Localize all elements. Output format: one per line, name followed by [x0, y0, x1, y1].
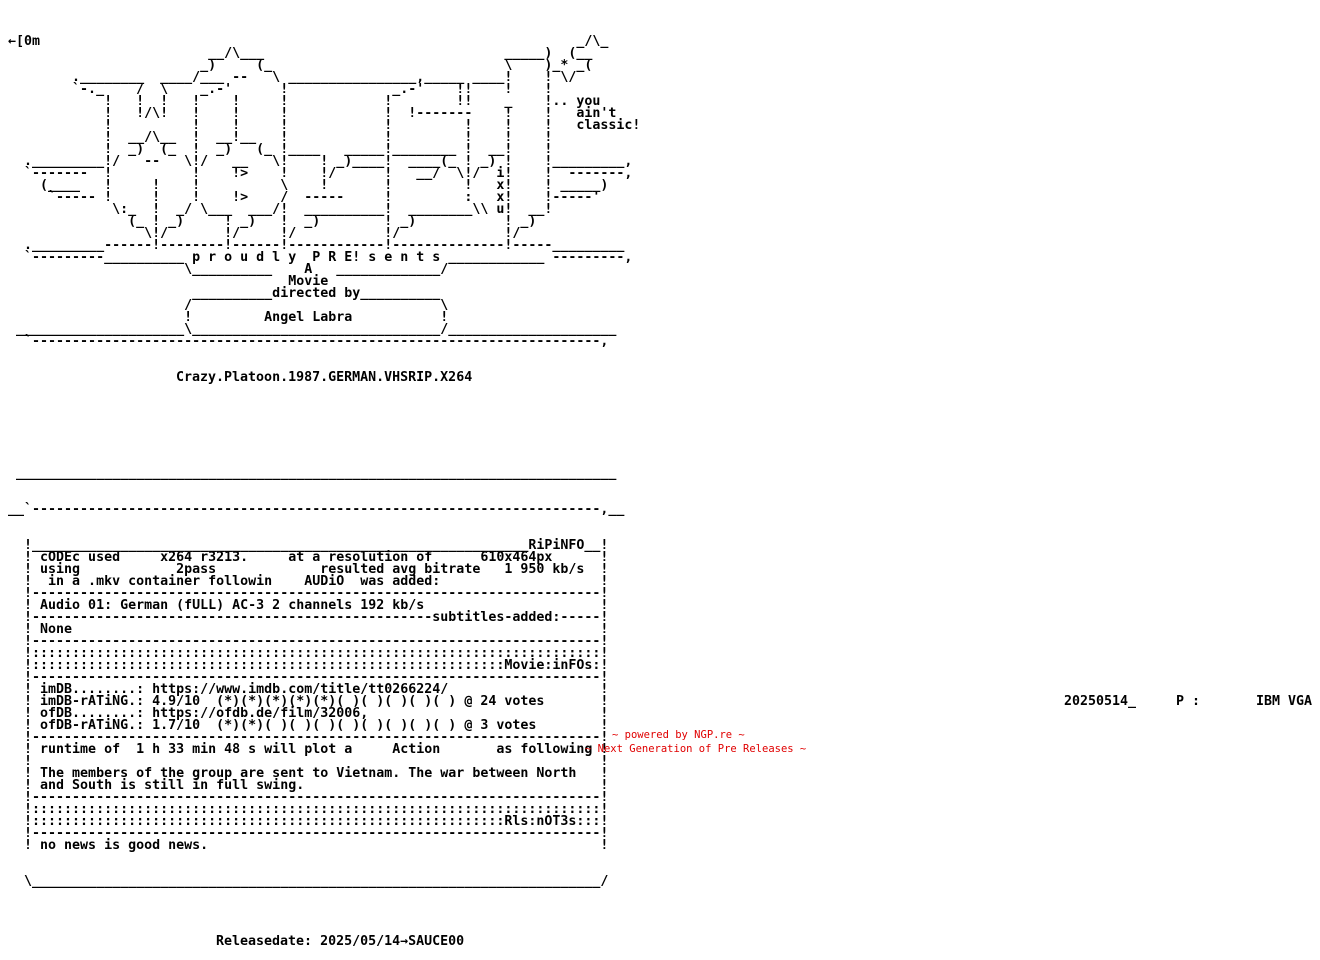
box-bottom-line: \_______________________________________…	[0, 874, 609, 889]
box-row: ! imDB-rATiNG.: 4.9/10 (*)(*)(*)(*)(*)( …	[0, 694, 609, 709]
box-row: ! in a .mkv container followin AUDiO was…	[0, 574, 609, 589]
box-row: !:::::::::::::::::::::::::::::::::::::::…	[0, 814, 609, 829]
box-top-line: __`-------------------------------------…	[0, 502, 625, 517]
art-line: _) (_ \ )_* _(	[0, 58, 593, 73]
box-row: ! runtime of 1 h 33 min 48 s will plot a…	[0, 742, 609, 757]
art-line: (_ ! _) ! _) ! _) ! _) ! _)	[0, 214, 537, 229]
box-row: ! imDB........: https://www.imdb.com/tit…	[0, 682, 609, 697]
box-row: !---------------------------------------…	[0, 790, 609, 805]
art-line: Movie	[0, 274, 329, 289]
release-name: Crazy.Platoon.1987.GERMAN.VHSRIP.X264	[176, 370, 473, 385]
box-row: !---------------------------------------…	[0, 586, 609, 601]
art-line: \__________ A _____________/	[0, 262, 449, 277]
box-row: ! using 2pass resulted avg bitrate 1 950…	[0, 562, 609, 577]
box-row: ! Audio 01: German (fULL) AC-3 2 channel…	[0, 598, 609, 613]
box-row: ! no news is good news. !	[0, 838, 609, 853]
box-row: ! !	[0, 754, 609, 769]
release-date: Releasedate: 2025/05/14→SAUCE00	[216, 934, 465, 949]
box-rows: !_______________________________________…	[0, 538, 640, 853]
art-line: ! !/\! ! ! ! ! !------- ! ! ain't	[0, 106, 617, 121]
art-line: / \	[0, 298, 449, 313]
art-line: ←[0m _/\_	[0, 34, 609, 49]
status-date: 20250514_	[1064, 694, 1137, 709]
box-row: !:::::::::::::::::::::::::::::::::::::::…	[0, 658, 609, 673]
box-row: ! None !	[0, 622, 609, 637]
art-line: __/\___ _____) (__	[0, 46, 593, 61]
art-line: \!/ !/ !/ !/ !/	[0, 226, 521, 241]
box-row: !---------------------------------------…	[0, 670, 609, 685]
powered-by-link[interactable]: ~ powered by NGP.re ~	[612, 729, 745, 741]
art-line: ! _) (_ ! _) (_ !____ _____!________ ! _…	[0, 142, 553, 157]
art-line: `---------------------------------------…	[0, 334, 609, 349]
art-line: _____________________\__________________…	[0, 322, 617, 337]
blank-line	[0, 408, 640, 420]
art-line: ! Angel Labra !	[0, 310, 449, 325]
box-row: !_______________________________________…	[0, 538, 609, 553]
art-line: `---------__________ p r o u d l y P R E…	[0, 250, 633, 265]
ascii-art-logo: ←[0m _/\_ __/\___ _____) (__ _) (_	[0, 34, 641, 349]
box-row: ! cODEc used x264 r3213. at a resolution…	[0, 550, 609, 565]
art-line: \:_ ! _/ \___ ___/! __________! ________…	[0, 202, 553, 217]
art-line: `----- ! ! ! !> / ----- ! : x! !-----'	[0, 190, 601, 205]
art-line: ._________!/ -- \!/ __ \! ! _)____! ____…	[0, 154, 633, 169]
art-line: (____ ! ! ! \ ! ! ! x! ! _____)	[0, 178, 609, 193]
box-row: ! ofDB........: https://ofdb.de/film/320…	[0, 706, 609, 721]
tagline-link[interactable]: ~ Next Generation of Pre Releases ~	[585, 743, 807, 755]
status-page: P :	[1176, 694, 1201, 709]
box-row: ! and South is still in full swing. !	[0, 778, 609, 793]
art-line: `------- ! ! !> ! !/ ! __/ \!/ i! ! ----…	[0, 166, 633, 181]
art-line: ! __/\__ ! __!__ ! ! ! ! !	[0, 130, 553, 145]
box-row: !:::::::::::::::::::::::::::::::::::::::…	[0, 802, 609, 817]
art-line: __________directed by__________	[0, 286, 441, 301]
nfo-viewer: ←[0m _/\_ __/\___ _____) (__ _) (_	[0, 12, 640, 960]
box-top-line: ________________________________________…	[0, 466, 617, 481]
box-row: !:::::::::::::::::::::::::::::::::::::::…	[0, 646, 609, 661]
status-font: IBM VGA	[1256, 694, 1313, 709]
box-row: !---------------------------------------…	[0, 610, 609, 625]
ripinfo-box: ________________________________________…	[0, 444, 640, 912]
art-line: ! ! ! ! ! ! ! ! classic!	[0, 118, 641, 133]
art-line: ._________------!--------!------!-------…	[0, 238, 625, 253]
box-row: ! The members of the group are sent to V…	[0, 766, 609, 781]
art-line: .________ ____/___ -- \ ________________…	[0, 70, 577, 85]
box-row: ! ofDB-rATiNG.: 1.7/10 (*)(*)( )( )( )( …	[0, 718, 609, 733]
box-row: !---------------------------------------…	[0, 634, 609, 649]
art-line: ! ! ! ! ! ! ! !! _ !.. you	[0, 94, 601, 109]
box-row: !---------------------------------------…	[0, 826, 609, 841]
box-row: !---------------------------------------…	[0, 730, 609, 745]
art-line: `-._ / \ _.-' ! _.-' !! ! !	[0, 82, 553, 97]
